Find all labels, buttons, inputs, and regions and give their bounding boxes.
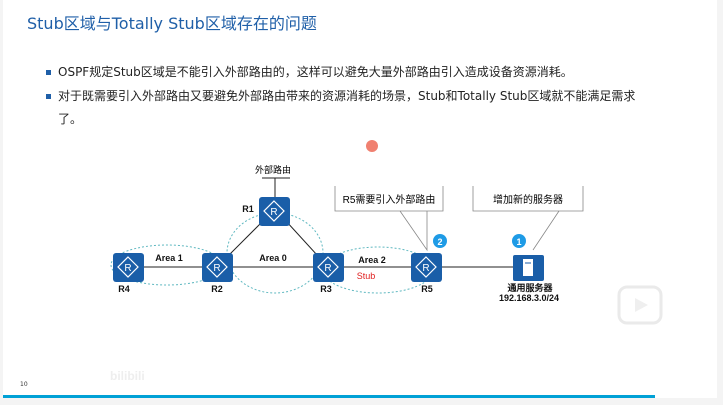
bullet-item: 对于既需要引入外部路由又要避免外部路由带来的资源消耗的场景，Stub和Total… bbox=[46, 85, 658, 131]
watermark-logo: bilibili bbox=[110, 369, 145, 383]
cursor-pointer-dot bbox=[366, 140, 378, 152]
svg-text:1: 1 bbox=[516, 237, 521, 247]
server-name: 通用服务器 bbox=[507, 282, 553, 293]
router-icon bbox=[206, 256, 228, 278]
router-icon bbox=[317, 256, 339, 278]
server-subnet: 192.168.3.0/24 bbox=[499, 293, 559, 303]
badge-1: 1 bbox=[512, 234, 526, 248]
area2-label: Area 2 bbox=[358, 255, 386, 265]
router-icon bbox=[117, 256, 139, 278]
svg-text:R: R bbox=[213, 263, 220, 274]
area1-label: Area 1 bbox=[155, 253, 183, 263]
callout-r5-box bbox=[334, 186, 444, 212]
router-r5[interactable]: R bbox=[411, 253, 442, 282]
external-route-label: 外部路由 bbox=[255, 164, 291, 175]
router-r1[interactable]: R bbox=[259, 197, 290, 226]
svg-text:R: R bbox=[422, 263, 429, 274]
router-r2[interactable]: R bbox=[202, 253, 233, 282]
area0-label: Area 0 bbox=[259, 253, 287, 263]
callout-server-text: 增加新的服务器 bbox=[493, 193, 563, 206]
router-r4[interactable]: R bbox=[113, 253, 144, 282]
router-icon bbox=[415, 256, 437, 278]
router-label-r3: R3 bbox=[320, 284, 332, 294]
router-r3[interactable]: R bbox=[313, 253, 344, 282]
bullet-icon bbox=[46, 70, 51, 75]
server[interactable] bbox=[513, 255, 544, 281]
callout-r5-text: R5需要引入外部路由 bbox=[343, 193, 436, 206]
router-label-r5: R5 bbox=[421, 284, 433, 294]
router-label-r1: R1 bbox=[242, 204, 254, 214]
page-title: Stub区域与Totally Stub区域存在的问题 bbox=[27, 14, 317, 33]
server-icon bbox=[523, 259, 533, 276]
router-icon bbox=[263, 200, 285, 222]
bullet-item: OSPF规定Stub区域是不能引入外部路由的，这样可以避免大量外部路由引入造成设… bbox=[46, 61, 658, 84]
svg-text:R: R bbox=[124, 263, 131, 274]
bullet-text: 对于既需要引入外部路由又要避免外部路由带来的资源消耗的场景，Stub和Total… bbox=[58, 89, 636, 126]
stub-label: Stub bbox=[357, 271, 376, 281]
page-number: 10 bbox=[20, 381, 28, 388]
router-label-r4: R4 bbox=[118, 284, 130, 294]
badge-2: 2 bbox=[433, 234, 447, 248]
router-label-r2: R2 bbox=[211, 284, 223, 294]
bullet-icon bbox=[46, 94, 51, 99]
svg-text:2: 2 bbox=[437, 237, 442, 247]
slide: Stub区域与Totally Stub区域存在的问题 OSPF规定Stub区域是… bbox=[3, 0, 717, 398]
svg-text:R: R bbox=[324, 263, 331, 274]
callout-server-pointer bbox=[532, 210, 560, 251]
callout-r5-pointer bbox=[399, 210, 428, 252]
callout-server-box bbox=[472, 186, 584, 212]
ospf-diagram: 外部路由 R5需要引入外部路由 增加新的服务器 R R R R R R4 R2 … bbox=[110, 140, 663, 383]
bilibili-play-icon bbox=[617, 285, 663, 325]
bullet-text: OSPF规定Stub区域是不能引入外部路由的，这样可以避免大量外部路由引入造成设… bbox=[58, 65, 573, 79]
svg-text:R: R bbox=[270, 207, 277, 218]
video-progress-bar[interactable] bbox=[3, 395, 655, 398]
